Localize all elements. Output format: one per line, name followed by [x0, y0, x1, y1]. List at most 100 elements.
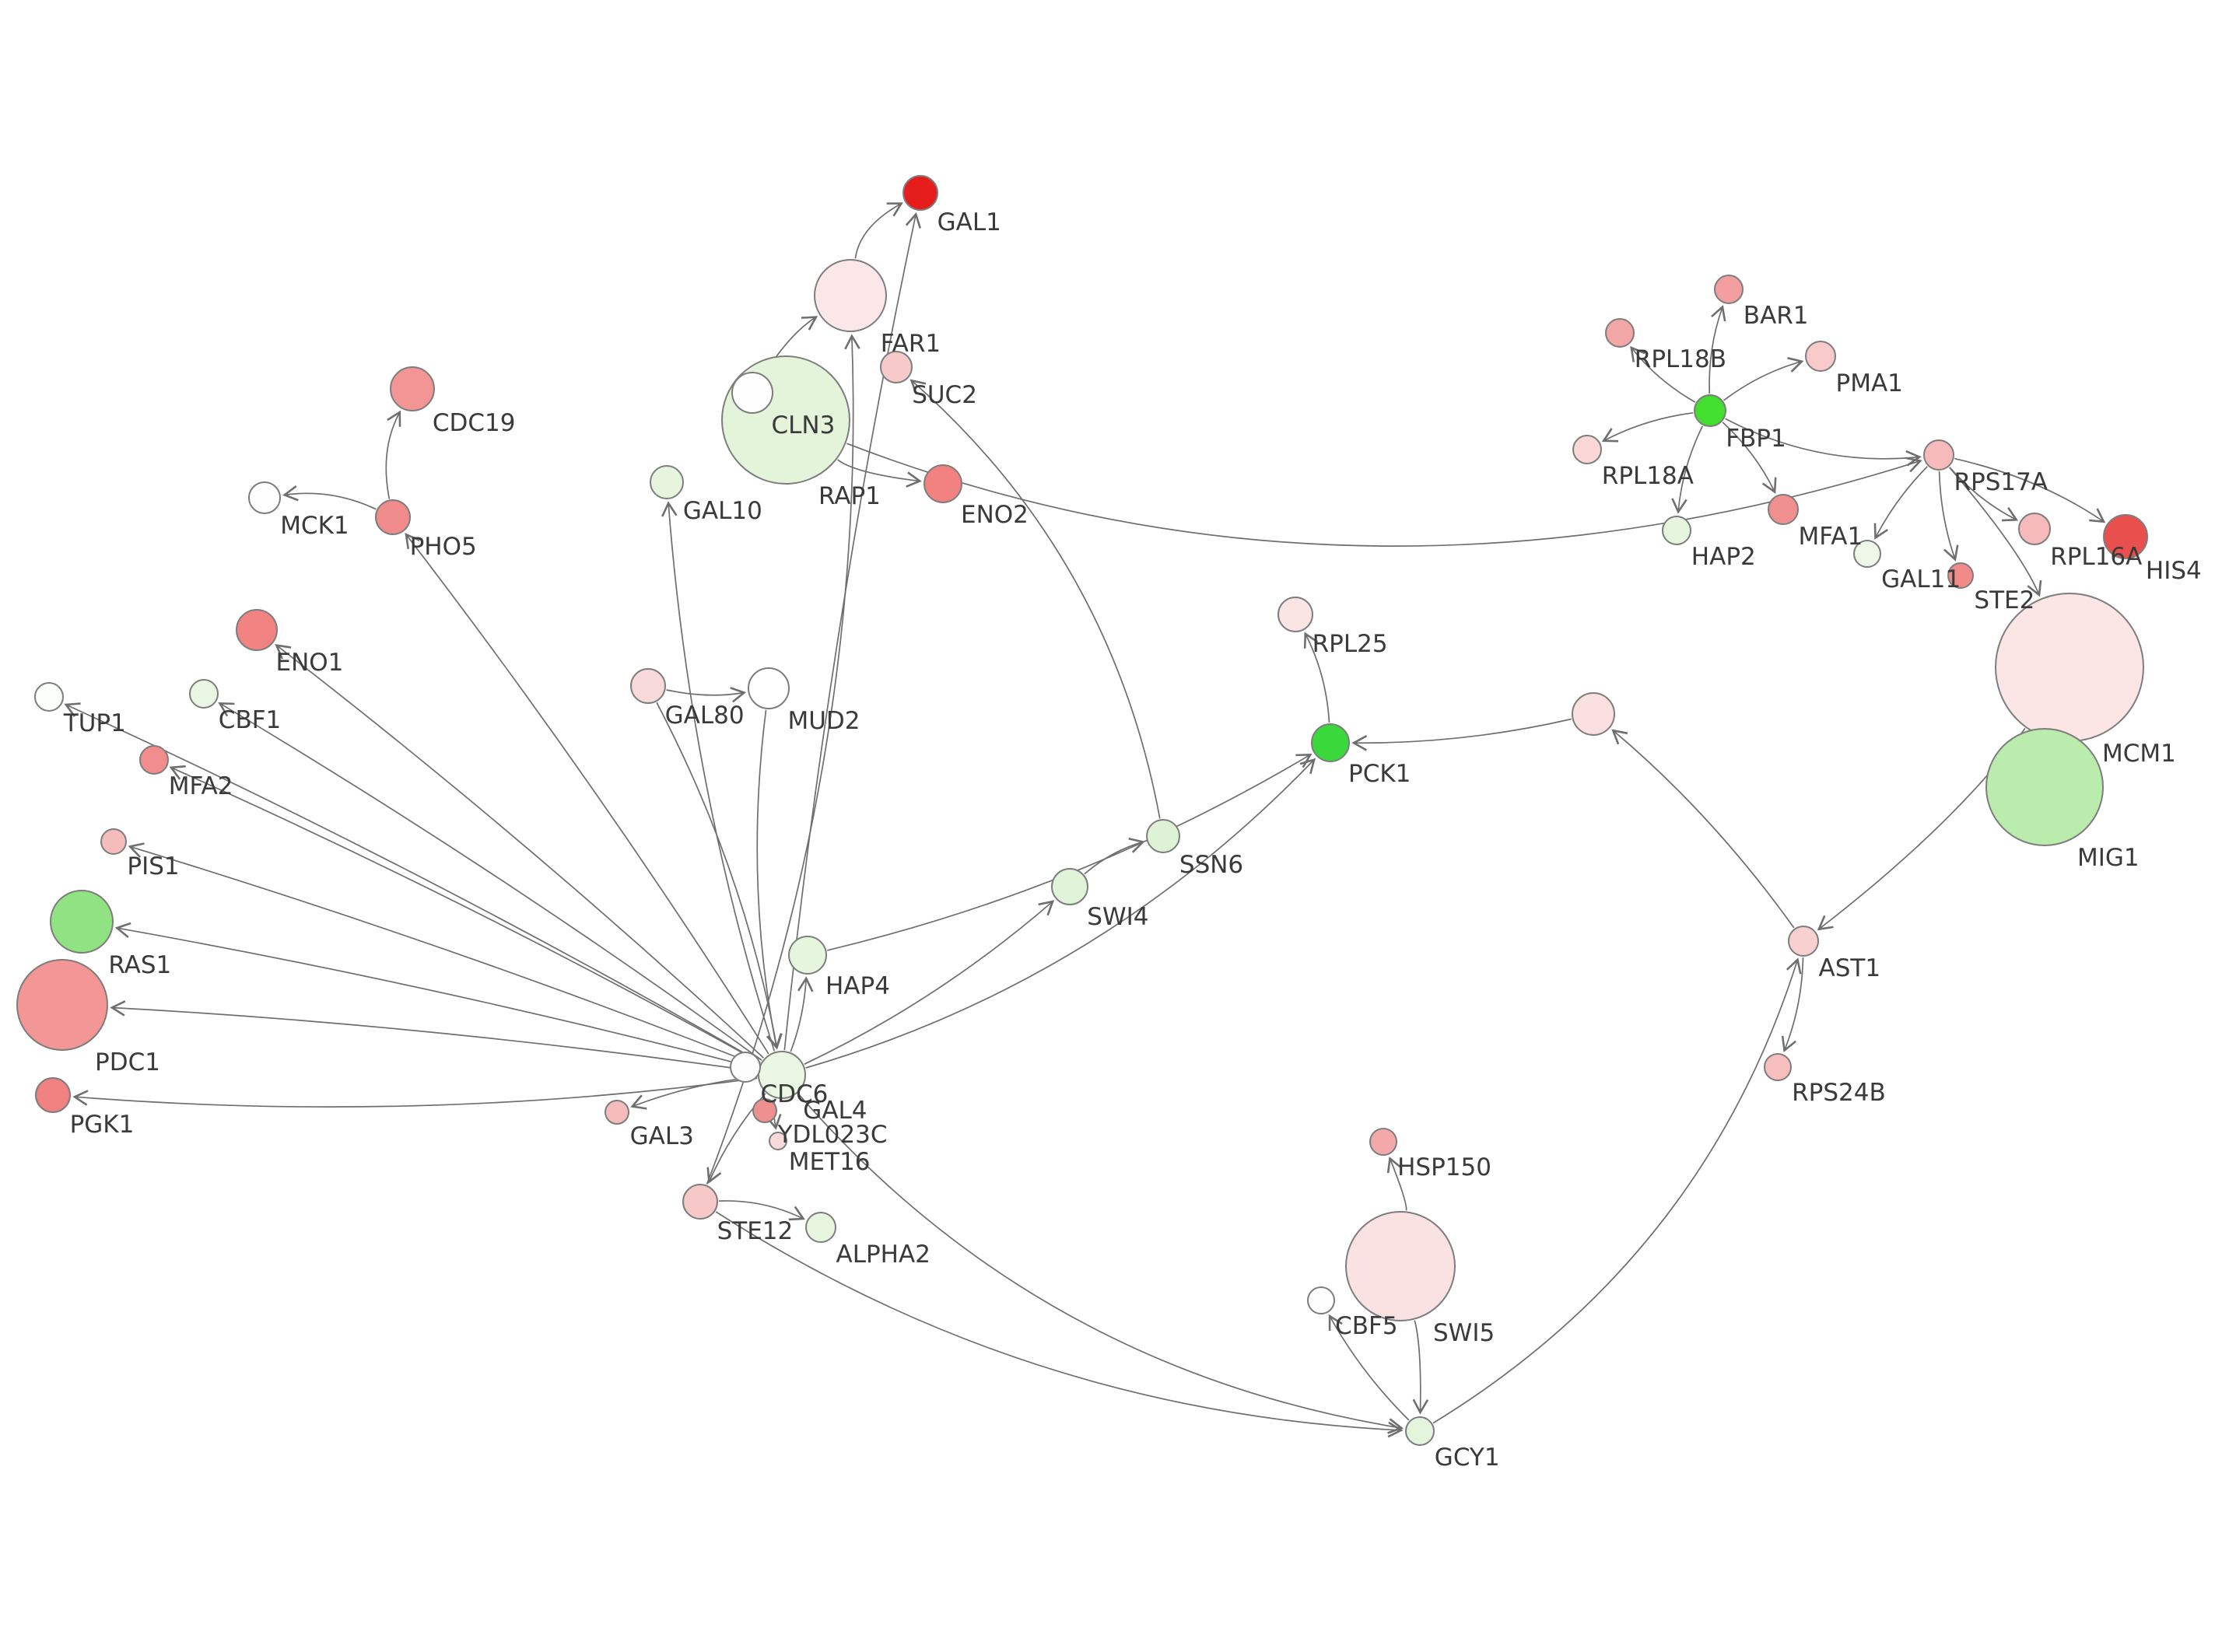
node-RPL18A[interactable] — [1572, 435, 1602, 464]
node-ENO2[interactable] — [923, 464, 962, 503]
node-RPS17A[interactable] — [1923, 439, 1954, 471]
edge-FBP1-RPS17A[interactable] — [1725, 418, 1922, 467]
edge-GAL4-PCK1[interactable] — [805, 758, 1316, 1069]
node-SWI5[interactable] — [1345, 1211, 1456, 1321]
edge-GAL4-PHO5[interactable] — [405, 533, 769, 1055]
node-SUC2[interactable] — [880, 351, 913, 383]
edge-GAL4-TUP1[interactable] — [64, 702, 761, 1063]
node-RPS24B[interactable] — [1764, 1053, 1792, 1081]
edge-RPS17A-MCM1[interactable] — [1948, 467, 2042, 597]
edge-SWI5-GCY1[interactable] — [1412, 1320, 1429, 1415]
node-GAL1[interactable] — [902, 175, 938, 211]
edge-FBP1-PMA1[interactable] — [1723, 357, 1804, 401]
edge-AST1-RPS24B[interactable] — [1781, 957, 1804, 1053]
node-MCK1[interactable] — [248, 481, 281, 514]
edge-MUD2-GAL4[interactable] — [756, 709, 783, 1050]
edge-GAL4-SWI4[interactable] — [804, 900, 1055, 1065]
node-GAL3[interactable] — [605, 1100, 629, 1125]
edge-GAL4-GAL10[interactable] — [661, 501, 776, 1052]
node-MCM1[interactable] — [1995, 593, 2144, 742]
node-RPL25[interactable] — [1277, 597, 1313, 632]
edge-HAP4-PCK1[interactable] — [827, 753, 1313, 951]
node-PCK1[interactable] — [1311, 723, 1350, 762]
node-MIG1[interactable] — [1985, 728, 2104, 846]
node-GAL80[interactable] — [630, 668, 666, 704]
edge-FBP1-BAR1[interactable] — [1709, 305, 1726, 394]
edge-RPS17A-RPL16A[interactable] — [1949, 467, 2019, 522]
edge-RPS17A-HIS4[interactable] — [1954, 457, 2106, 523]
node-ALPHA2[interactable] — [805, 1212, 836, 1243]
edge-RPS17A-STE2[interactable] — [1938, 471, 1959, 562]
edge-PHO5-CDC19[interactable] — [385, 410, 401, 499]
edge-SSN6-SUC2[interactable] — [909, 379, 1161, 819]
edge-GAL4-MFA2[interactable] — [169, 765, 761, 1064]
node-HAP2[interactable] — [1662, 516, 1691, 545]
node-GAL10[interactable] — [650, 465, 684, 499]
node-PGK1[interactable] — [35, 1077, 71, 1113]
node-MFA1[interactable] — [1768, 494, 1799, 525]
edge-SWI5-HSP150[interactable] — [1386, 1156, 1407, 1211]
node-PHO5[interactable] — [375, 499, 411, 535]
node-unlabeled[interactable] — [1572, 692, 1615, 736]
node-CDC19[interactable] — [390, 366, 435, 411]
edge-RPS17A-GAL11[interactable] — [1873, 466, 1928, 540]
edge-SWI4-SSN6[interactable] — [1084, 837, 1145, 875]
edge-GAL4-PIS1[interactable] — [128, 842, 759, 1067]
node-MET16[interactable] — [769, 1132, 787, 1150]
edge-GCY1-AST1[interactable] — [1432, 957, 1802, 1424]
node-PMA1[interactable] — [1805, 341, 1836, 372]
node-SWI4[interactable] — [1051, 868, 1088, 905]
node-MFA2[interactable] — [139, 745, 169, 775]
node-BAR1[interactable] — [1714, 275, 1744, 304]
node-SSN6[interactable] — [1146, 819, 1180, 853]
edge-GAL4-PDC1[interactable] — [110, 1000, 758, 1073]
node-CBF1[interactable] — [189, 679, 219, 709]
edge-STE12-ALPHA2[interactable] — [718, 1200, 805, 1221]
node-STE2[interactable] — [1947, 562, 1974, 589]
node-YDL023C[interactable] — [752, 1098, 777, 1123]
edge-GAL4-GCY1[interactable] — [797, 1093, 1404, 1434]
edge-GAL4-GAL3[interactable] — [630, 1076, 758, 1110]
edge-GAL4-ENO1[interactable] — [275, 643, 765, 1059]
node-GAL4[interactable] — [758, 1051, 806, 1099]
edge-AST1-N1[interactable] — [1611, 729, 1795, 929]
node-HSP150[interactable] — [1369, 1128, 1397, 1156]
edge-GAL4-GAL1[interactable] — [783, 212, 921, 1051]
node-FBP1[interactable] — [1694, 394, 1726, 427]
edge-FBP1-RPL18A[interactable] — [1601, 411, 1694, 443]
node-RPL18B[interactable] — [1605, 318, 1635, 348]
node-FAR1[interactable] — [814, 259, 887, 332]
edge-GAL4-RAS1[interactable] — [114, 922, 759, 1069]
node-CLN3[interactable] — [731, 372, 773, 414]
node-GAL11[interactable] — [1853, 540, 1881, 568]
node-TUP1[interactable] — [34, 682, 64, 712]
edge-GAL80-MUD2[interactable] — [666, 687, 747, 703]
edge-GAL4-CBF1[interactable] — [218, 702, 762, 1061]
node-AST1[interactable] — [1788, 926, 1819, 957]
edge-STE12-GCY1[interactable] — [715, 1211, 1404, 1438]
node-RAS1[interactable] — [50, 890, 114, 954]
node-PIS1[interactable] — [100, 828, 127, 855]
edge-PHO5-MCK1[interactable] — [282, 485, 377, 510]
edge-GAL4-HAP4[interactable] — [790, 976, 814, 1052]
edge-PCK1-RPL25[interactable] — [1303, 632, 1330, 723]
node-MUD2[interactable] — [748, 667, 790, 709]
node-HIS4[interactable] — [2103, 514, 2148, 559]
edge-FBP1-HAP2[interactable] — [1671, 425, 1704, 514]
node-ENO1[interactable] — [236, 609, 278, 651]
edge-N1-PCK1[interactable] — [1351, 718, 1572, 751]
edge-FBP1-RPL18B[interactable] — [1630, 345, 1696, 403]
node-GCY1[interactable] — [1405, 1416, 1435, 1446]
node-PDC1[interactable] — [16, 959, 108, 1051]
edge-RAP1-RPS17A[interactable] — [846, 443, 1922, 548]
node-HAP4[interactable] — [788, 936, 827, 975]
edge-FAR1-GAL1[interactable] — [854, 202, 903, 259]
edge-GAL80-GAL4[interactable] — [656, 702, 783, 1050]
edge-FBP1-MFA1[interactable] — [1722, 422, 1777, 494]
edge-RAP1-ENO2[interactable] — [837, 459, 922, 488]
edge-GCY1-CBF5[interactable] — [1328, 1314, 1410, 1421]
edge-GAL4-PGK1[interactable] — [72, 1077, 758, 1108]
node-CDC6[interactable] — [730, 1052, 761, 1083]
node-STE12[interactable] — [682, 1184, 718, 1220]
node-RPL16A[interactable] — [2018, 513, 2051, 545]
